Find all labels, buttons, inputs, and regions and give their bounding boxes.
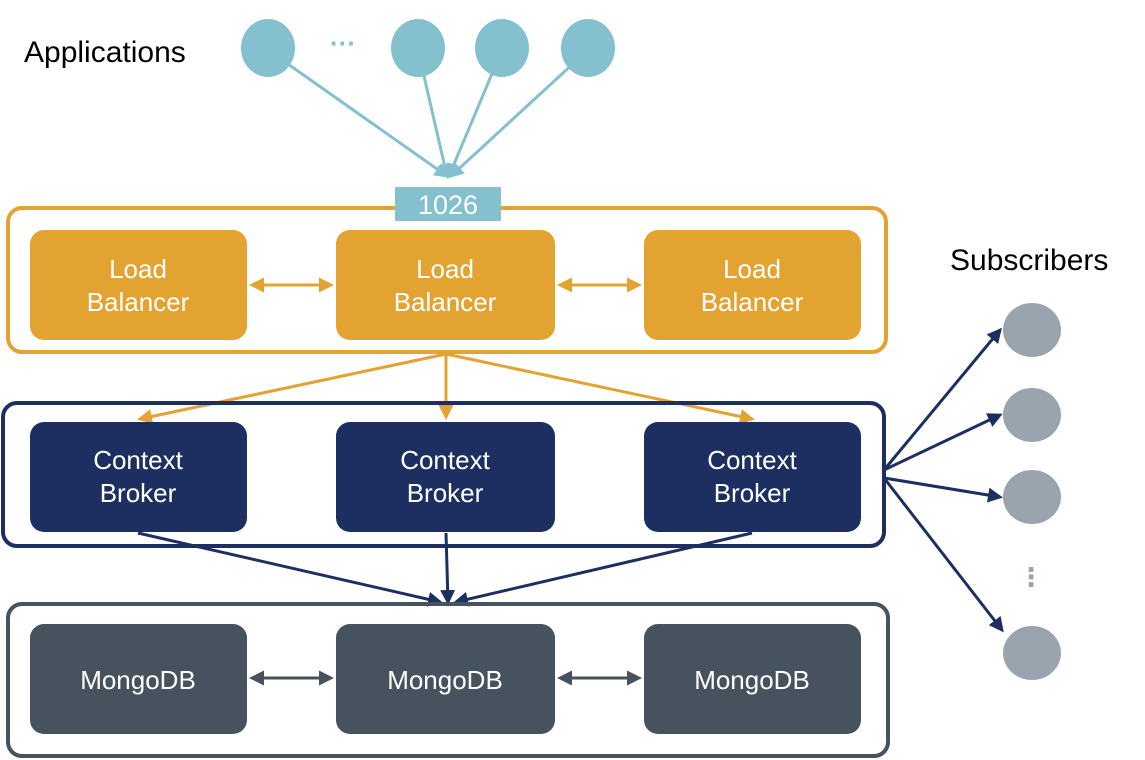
application-node-3 [475, 19, 529, 77]
mongodb-1: MongoDB [30, 624, 247, 734]
subscriber-arrow-2 [883, 413, 1003, 472]
application-node-2 [391, 19, 445, 77]
subscriber-node-1 [1003, 303, 1061, 357]
subscriber-node-2 [1003, 388, 1061, 442]
mongodb-3: MongoDB [644, 624, 861, 734]
lb-to-broker-arrow-3 [445, 352, 755, 424]
subscriber-arrow-1 [882, 327, 1002, 471]
load-balancer-box [336, 230, 555, 340]
context-broker-1: Context Broker [30, 422, 247, 532]
mongodb-label: MongoDB [80, 665, 196, 695]
mongodb-box [644, 624, 861, 734]
context-broker-label-line1: Context [93, 445, 183, 475]
load-balancer-1: Load Balancer [30, 230, 247, 340]
lb-to-broker-arrow-1 [137, 352, 447, 424]
mongodb-box [336, 624, 555, 734]
mongodb-label: MongoDB [387, 665, 503, 695]
load-balancer-2: Load Balancer [336, 230, 555, 340]
port-label: 1026 [418, 190, 478, 220]
application-node-1 [241, 19, 295, 77]
context-broker-label-line1: Context [707, 445, 797, 475]
context-broker-box [30, 422, 247, 532]
mongodb-tier [6, 602, 890, 758]
mongodb-label: MongoDB [694, 665, 810, 695]
applications-group: ··· [241, 19, 615, 77]
context-broker-box [644, 422, 861, 532]
load-balancer-label-line2: Balancer [87, 287, 190, 317]
broker-to-db-arrow-3 [453, 531, 753, 607]
load-balancer-box [644, 230, 861, 340]
load-balancer-label-line2: Balancer [701, 287, 804, 317]
context-broker-3: Context Broker [644, 422, 861, 532]
broker-to-db-arrow-1 [137, 531, 443, 607]
context-broker-label-line2: Broker [407, 478, 484, 508]
load-balancer-3: Load Balancer [644, 230, 861, 340]
lb-to-broker-arrows [137, 352, 755, 424]
context-broker-label-line2: Broker [100, 478, 177, 508]
subscribers-group: ⋮ [1003, 303, 1061, 680]
broker-to-subscriber-arrows [882, 327, 1004, 633]
subscriber-node-4 [1003, 626, 1061, 680]
broker-to-mongodb-arrows [137, 531, 753, 607]
context-broker-tier [1, 401, 886, 548]
context-broker-2: Context Broker [336, 422, 555, 532]
context-broker-label-line2: Broker [714, 478, 791, 508]
load-balancer-label-line1: Load [416, 254, 474, 284]
context-broker-box [336, 422, 555, 532]
application-node-4 [561, 19, 615, 77]
app-connector-4 [448, 48, 590, 179]
subscriber-arrow-4 [882, 477, 1004, 633]
load-balancer-label-line2: Balancer [394, 287, 497, 317]
app-connector-1 [267, 48, 450, 178]
subscribers-title: Subscribers [950, 244, 1108, 277]
broker-to-db-arrow-2 [440, 532, 456, 605]
subscriber-arrow-3 [883, 476, 1003, 503]
subscriber-node-3 [1003, 470, 1061, 524]
mongodb-box [30, 624, 247, 734]
load-balancer-box [30, 230, 247, 340]
applications-title: Applications [24, 36, 186, 69]
context-broker-label-line1: Context [400, 445, 490, 475]
port-badge [395, 187, 501, 221]
mongodb-2: MongoDB [336, 624, 555, 734]
load-balancer-label-line1: Load [723, 254, 781, 284]
subscribers-ellipsis: ⋮ [1018, 563, 1044, 593]
load-balancer-label-line1: Load [109, 254, 167, 284]
applications-ellipsis: ··· [330, 28, 356, 58]
